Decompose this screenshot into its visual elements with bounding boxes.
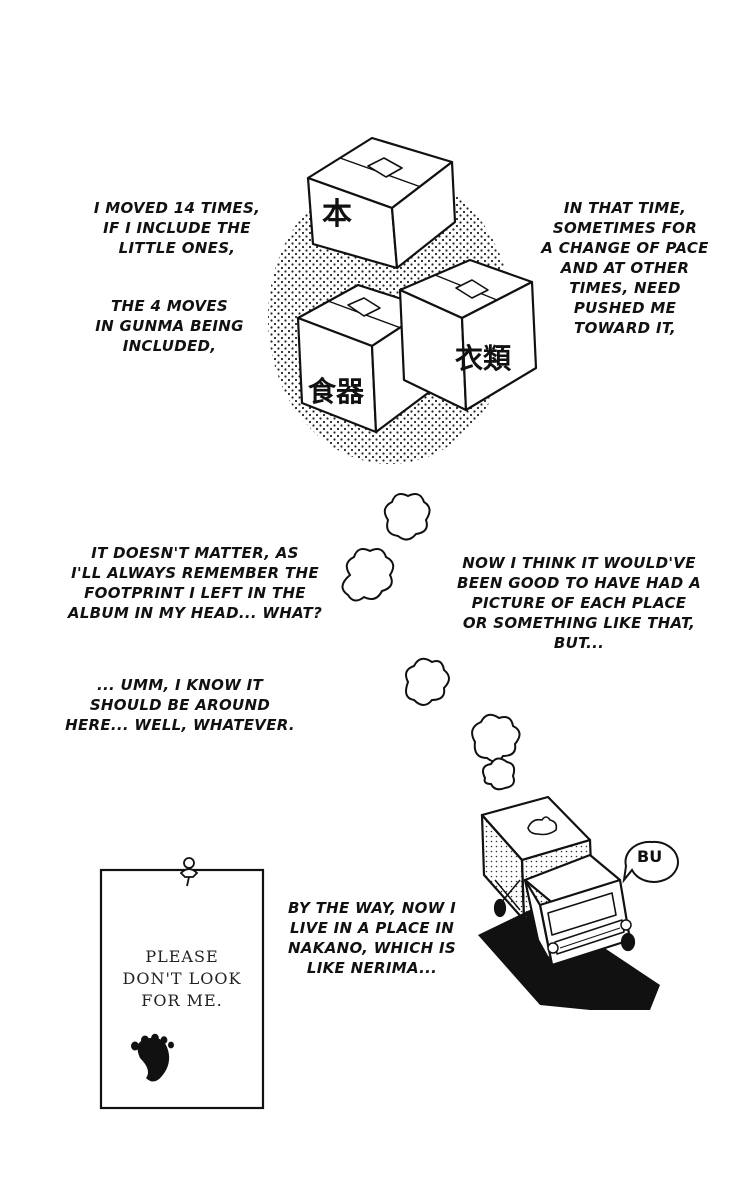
- box-books: [306, 136, 457, 270]
- caption-line: LIVE IN A PLACE IN: [289, 919, 455, 937]
- box-clothes: [398, 258, 538, 412]
- footprint-icon: [131, 1033, 174, 1082]
- box-label-clothes: 衣類: [455, 342, 512, 375]
- caption-line: BY THE WAY, NOW I: [288, 899, 456, 917]
- caption-doesnt-matter: IT DOESN'T MATTER, AS I'LL ALWAYS REMEMB…: [50, 543, 340, 623]
- caption-line: FOOTPRINT I LEFT IN THE: [84, 584, 306, 602]
- note-line: DON'T LOOK: [122, 969, 242, 988]
- box-label-dishes: 食器: [308, 375, 365, 408]
- caption-line: BUT...: [553, 634, 605, 652]
- caption-line: SHOULD BE AROUND: [89, 696, 271, 714]
- caption-now-i-think: NOW I THINK IT WOULD'VE BEEN GOOD TO HAV…: [448, 553, 710, 653]
- caption-line: INCLUDED,: [122, 337, 217, 355]
- caption-line: BEEN GOOD TO HAVE HAD A: [457, 574, 701, 592]
- bu-speech-bubble: [622, 840, 679, 884]
- caption-line: OR SOMETHING LIKE THAT,: [462, 614, 696, 632]
- caption-line: A CHANGE OF PACE: [541, 239, 709, 257]
- truck: [480, 795, 636, 976]
- caption-line: NAKANO, WHICH IS: [288, 939, 456, 957]
- puff-1: [383, 493, 431, 541]
- caption-line: TOWARD IT,: [574, 319, 676, 337]
- caption-umm: ... UMM, I KNOW IT SHOULD BE AROUND HERE…: [50, 675, 310, 735]
- caption-line: IF I INCLUDE THE: [103, 219, 251, 237]
- exhaust-puffs: [341, 493, 521, 791]
- caption-line: AND AT OTHER: [560, 259, 690, 277]
- note-line: PLEASE: [145, 947, 219, 966]
- box-dishes: [296, 283, 434, 434]
- caption-line: I'LL ALWAYS REMEMBER THE: [71, 564, 319, 582]
- puff-5: [482, 757, 516, 791]
- caption-line: NOW I THINK IT WOULD'VE: [462, 554, 696, 572]
- caption-in-that-time: IN THAT TIME, SOMETIMES FOR A CHANGE OF …: [540, 198, 710, 338]
- box-label-books: 本: [322, 197, 352, 232]
- note-paper: [99, 857, 265, 1110]
- caption-line: IN THAT TIME,: [563, 199, 687, 217]
- caption-line: SOMETIMES FOR: [552, 219, 698, 237]
- puff-4: [471, 713, 521, 763]
- caption-line: IN GUNMA BEING: [95, 317, 244, 335]
- caption-line: I MOVED 14 TIMES,: [93, 199, 261, 217]
- caption-gunma-moves: THE 4 MOVES IN GUNMA BEING INCLUDED,: [82, 296, 257, 356]
- caption-by-the-way: BY THE WAY, NOW I LIVE IN A PLACE IN NAK…: [272, 898, 472, 978]
- caption-line: LIKE NERIMA...: [306, 959, 438, 977]
- caption-moved-times: I MOVED 14 TIMES, IF I INCLUDE THE LITTL…: [82, 198, 272, 258]
- caption-line: HERE... WELL, WHATEVER.: [65, 716, 295, 734]
- truck-sound-text: BU: [637, 847, 663, 866]
- caption-line: ... UMM, I KNOW IT: [97, 676, 263, 694]
- pushpin-icon: [179, 857, 199, 887]
- caption-line: TIMES, NEED: [569, 279, 681, 297]
- caption-line: LITTLE ONES,: [118, 239, 236, 257]
- caption-line: THE 4 MOVES: [110, 297, 229, 315]
- puff-3: [405, 657, 450, 706]
- caption-line: PICTURE OF EACH PLACE: [471, 594, 687, 612]
- caption-line: PUSHED ME: [573, 299, 677, 317]
- note-text: PLEASE DON'T LOOK FOR ME.: [101, 946, 263, 1012]
- caption-line: ALBUM IN MY HEAD... WHAT?: [67, 604, 323, 622]
- puff-2: [341, 548, 395, 602]
- note-line: FOR ME.: [141, 991, 223, 1010]
- caption-line: IT DOESN'T MATTER, AS: [91, 544, 299, 562]
- cat-on-truck: [527, 816, 558, 836]
